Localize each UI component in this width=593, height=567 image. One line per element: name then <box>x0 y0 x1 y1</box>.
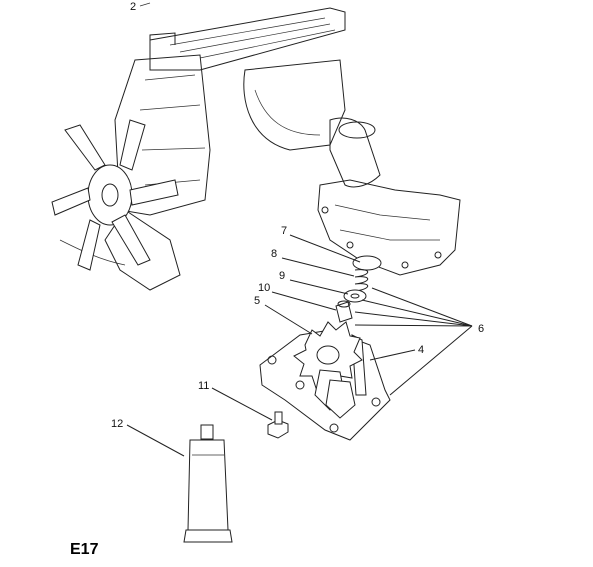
callout-11: 11 <box>198 380 209 392</box>
engine-block <box>59 7 461 291</box>
callout-5: 5 <box>254 295 260 307</box>
callout-10: 10 <box>258 282 270 294</box>
callout-8: 8 <box>271 248 277 260</box>
relief-valve-parts <box>335 255 382 323</box>
gear-pair <box>293 321 363 419</box>
callout-4: 4 <box>418 344 424 356</box>
callout-2: 2 <box>130 1 136 13</box>
callout-9: 9 <box>279 270 285 282</box>
figure-label: E17 <box>70 541 99 558</box>
callout-12: 12 <box>111 418 123 430</box>
callout-6: 6 <box>478 323 484 335</box>
sealant-tube <box>183 424 233 543</box>
bolt <box>267 411 289 439</box>
leader-lines <box>126 2 473 457</box>
fan <box>51 119 179 271</box>
callout-7: 7 <box>281 225 287 237</box>
